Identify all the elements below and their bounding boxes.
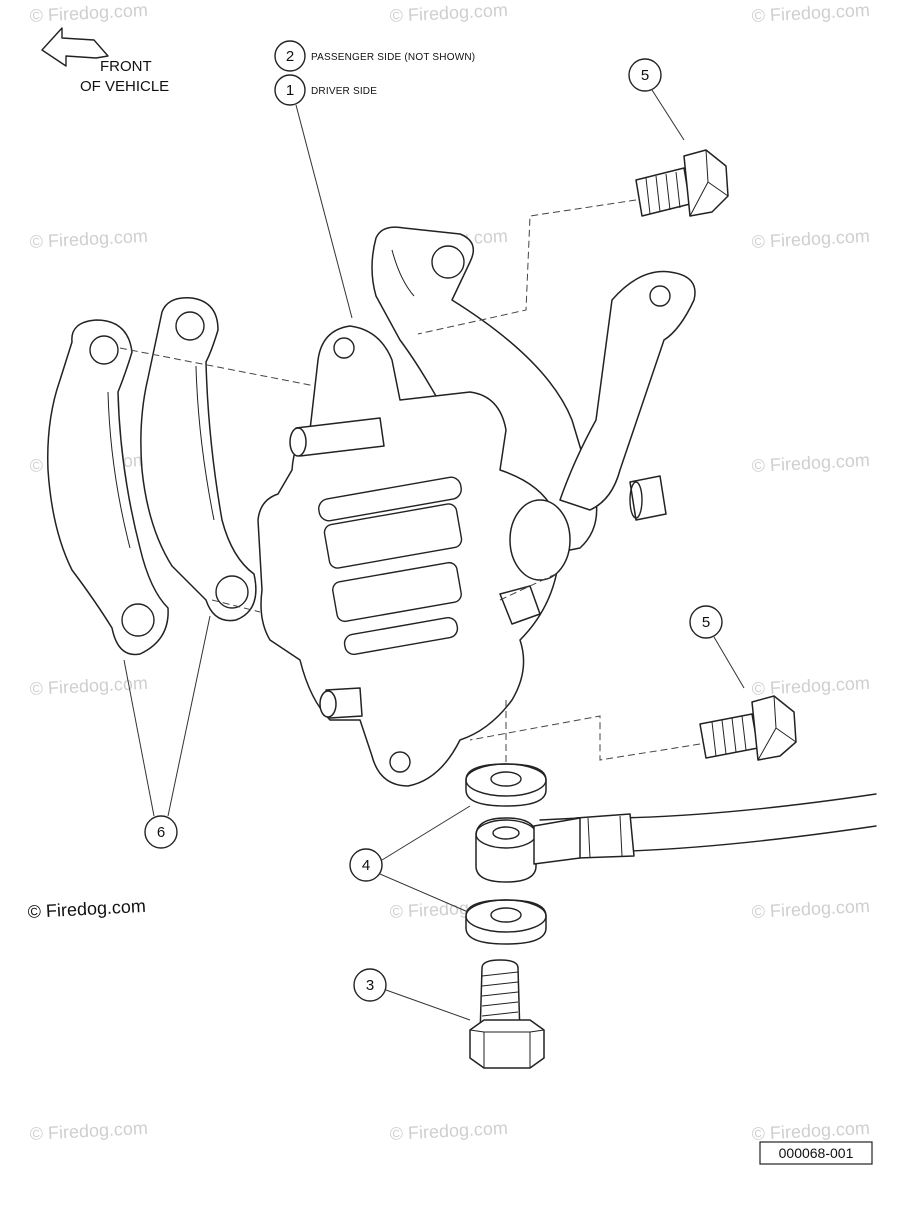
callout-number-2: 2 bbox=[286, 48, 294, 65]
watermark: © Firedog.com bbox=[751, 673, 870, 699]
front-of-vehicle-indicator: FRONT OF VEHICLE bbox=[41, 27, 169, 95]
banjo-fitting bbox=[475, 817, 581, 883]
caliper-bracket bbox=[371, 226, 598, 561]
washer-lower bbox=[465, 899, 547, 945]
watermark: © Firedog.com bbox=[29, 0, 148, 26]
watermark: © Firedog.com bbox=[751, 1118, 870, 1144]
watermark: © Firedog.com bbox=[751, 896, 870, 922]
caliper-torque-arm bbox=[559, 270, 696, 511]
watermark: © Firedog.com bbox=[389, 0, 508, 26]
side-notes: 2 PASSENGER SIDE (NOT SHOWN) 1 DRIVER SI… bbox=[274, 40, 475, 319]
pad-pin-line bbox=[119, 347, 347, 393]
caliper-bolt-upper bbox=[417, 149, 729, 335]
callout-circle bbox=[274, 40, 306, 72]
watermark: © Firedog.com bbox=[29, 1118, 148, 1144]
washer-upper bbox=[465, 763, 547, 807]
bolt-path-line bbox=[417, 199, 637, 335]
sealing-washers bbox=[465, 700, 581, 945]
callout-number-3: 3 bbox=[366, 977, 374, 994]
bleeder-fitting bbox=[499, 585, 541, 625]
pad-pin-line bbox=[211, 599, 261, 613]
diagram-part-number: 000068-001 bbox=[759, 1141, 873, 1165]
front-arrow-icon bbox=[41, 27, 109, 67]
caliper-piston bbox=[509, 499, 571, 581]
caliper-bolt-lower bbox=[469, 695, 797, 761]
pad-pins bbox=[289, 417, 385, 719]
bolt-path-line bbox=[469, 715, 701, 761]
callout-number-1: 1 bbox=[286, 82, 294, 99]
copyright-credit: © Firedog.com bbox=[27, 896, 146, 922]
passenger-side-note: PASSENGER SIDE (NOT SHOWN) bbox=[311, 52, 475, 63]
watermark: © Firedog.com bbox=[751, 450, 870, 476]
part-number-label: 000068-001 bbox=[779, 1145, 854, 1161]
vehicle-label: OF VEHICLE bbox=[80, 78, 169, 95]
front-label: FRONT bbox=[100, 58, 152, 75]
brake-pads bbox=[47, 297, 347, 656]
fitting-line bbox=[499, 571, 561, 601]
brake-pad-inner bbox=[140, 297, 257, 622]
watermark: © Firedog.com bbox=[751, 226, 870, 252]
driver-side-note: DRIVER SIDE bbox=[311, 86, 377, 97]
brake-hose bbox=[539, 793, 877, 859]
callout-number-4: 4 bbox=[362, 857, 370, 874]
watermark: © Firedog.com bbox=[389, 1118, 508, 1144]
callout-number-5-lower: 5 bbox=[702, 614, 710, 631]
callouts: 5 5 6 4 3 bbox=[123, 58, 745, 1021]
brake-caliper bbox=[257, 226, 696, 787]
callout-number-5-upper: 5 bbox=[641, 67, 649, 84]
leader-line bbox=[295, 104, 353, 319]
callout-circle bbox=[274, 74, 306, 106]
watermark: © Firedog.com bbox=[29, 226, 148, 252]
watermark: © Firedog.com bbox=[751, 0, 870, 26]
callout-number-6: 6 bbox=[157, 824, 165, 841]
banjo-bolt bbox=[469, 959, 545, 1069]
